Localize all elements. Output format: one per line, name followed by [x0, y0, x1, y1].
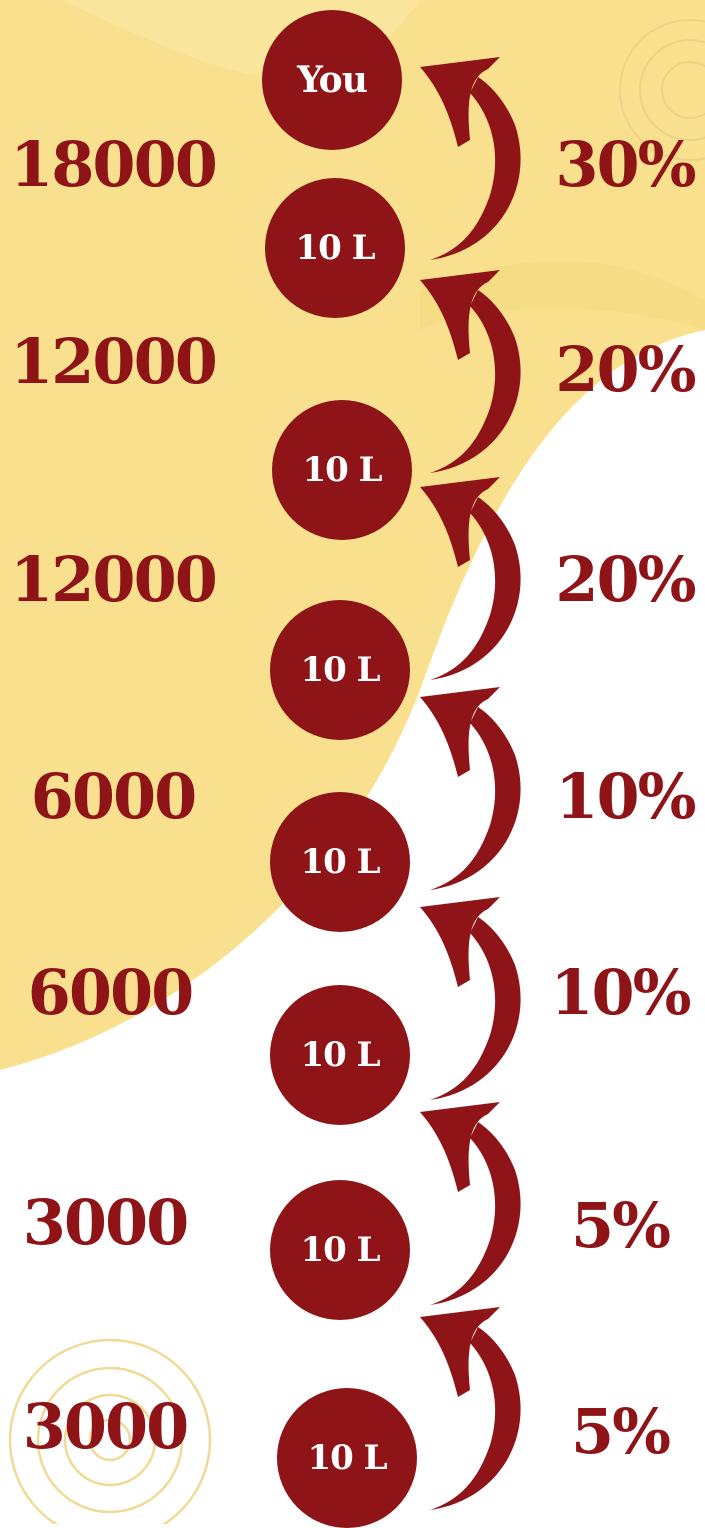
arrow-body: [430, 1122, 521, 1305]
arrow-body: [430, 77, 521, 260]
arrow-body: [430, 1327, 521, 1510]
curved-arrow: [420, 1307, 521, 1510]
arrow-body: [430, 497, 521, 680]
node-10l: 10 L: [272, 400, 412, 540]
arrow-body: [430, 917, 521, 1100]
curved-arrow: [420, 897, 521, 1100]
arrow-head: [420, 897, 500, 987]
curved-arrow: [420, 687, 521, 890]
node-10l: 10 L: [277, 1388, 417, 1528]
arrow-head: [420, 57, 500, 147]
node-10l: 10 L: [270, 792, 410, 932]
arrow-head: [420, 270, 500, 360]
node-10l: 10 L: [270, 600, 410, 740]
percent-label: 5%: [570, 1189, 671, 1262]
mandala-decoration-bottom: [8, 1338, 212, 1524]
node-10l: 10 L: [270, 1180, 410, 1320]
percent-label: 30%: [555, 128, 696, 201]
node-10l: 10 L: [265, 178, 405, 318]
arrow-head: [420, 687, 500, 777]
arrow-head: [420, 1102, 500, 1192]
percent-label: 10%: [550, 956, 691, 1029]
node-you: You: [262, 10, 402, 150]
curved-arrow: [420, 1102, 521, 1305]
amount-label: 6000: [30, 760, 198, 833]
curved-arrow: [420, 270, 521, 473]
node-10l: 10 L: [270, 985, 410, 1125]
arrow-head: [420, 1307, 500, 1397]
amount-label: 3000: [22, 1186, 190, 1259]
amount-label: 12000: [10, 325, 218, 398]
percent-label: 10%: [555, 760, 696, 833]
curved-arrow: [420, 477, 521, 680]
arrow-head: [420, 477, 500, 567]
amount-label: 3000: [22, 1390, 190, 1463]
arrow-body: [430, 707, 521, 890]
curved-arrow: [420, 57, 521, 260]
amount-label: 6000: [27, 956, 195, 1029]
mandala-decoration-top: [619, 19, 705, 161]
amount-label: 12000: [10, 543, 218, 616]
percent-label: 20%: [555, 333, 696, 406]
arrow-body: [430, 290, 521, 473]
amount-label: 18000: [10, 128, 218, 201]
percent-label: 5%: [570, 1395, 671, 1468]
percent-label: 20%: [555, 543, 696, 616]
